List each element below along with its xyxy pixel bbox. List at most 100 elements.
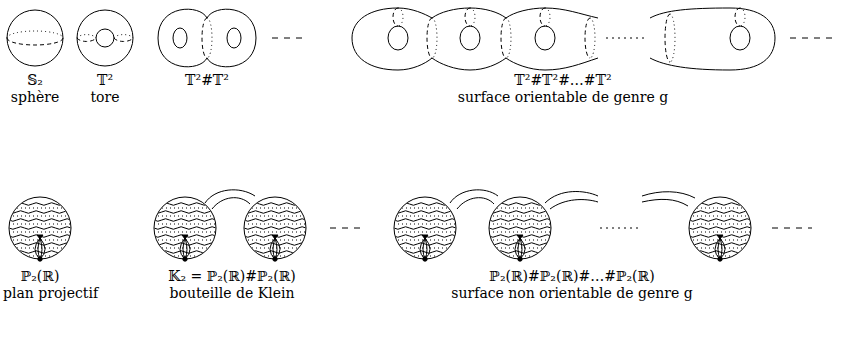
surface-line (244, 219, 306, 222)
surface-symbol: 𝕂₂ = ℙ₂(ℝ)#ℙ₂(ℝ) (168, 268, 296, 284)
ellipsis-dashes (272, 38, 832, 228)
crosscap-line (518, 238, 520, 259)
surface-line (9, 211, 71, 214)
surface-line (689, 224, 751, 225)
sphere-figure (7, 10, 63, 66)
projective-plane-figure (244, 197, 306, 261)
surface-line (244, 243, 306, 246)
surface-line (394, 203, 456, 206)
crosscap-mark (272, 235, 278, 239)
surface-symbol: 𝕊₂ (27, 72, 43, 88)
genus-g-surface-figure (352, 8, 775, 70)
sphere-outline (489, 197, 551, 259)
crosscap-mark (422, 235, 428, 239)
surface-line (489, 211, 551, 214)
surface-line (154, 251, 216, 254)
surface-line (154, 227, 216, 230)
surface-line (9, 243, 71, 246)
surface-line (9, 248, 71, 249)
surface-line (394, 251, 456, 254)
crosscap-mark (717, 235, 723, 239)
crosscap-line (270, 238, 275, 259)
crosscap-line (185, 238, 187, 259)
crosscap-line (38, 238, 40, 259)
projective-plane-figure (154, 197, 216, 261)
surface-line (489, 227, 551, 230)
surface-line (689, 243, 751, 246)
crosscap-point (273, 257, 277, 261)
crosscap-line (720, 238, 725, 259)
surface-symbol: 𝕋²#𝕋²#…#𝕋² (514, 72, 611, 88)
surface-line (489, 208, 551, 209)
crosscap-line (520, 238, 522, 259)
surface-line (244, 251, 306, 254)
surface-line (154, 211, 216, 214)
crosscap-point (423, 257, 427, 261)
sphere-outline (394, 197, 456, 259)
crosscap-line (183, 238, 185, 259)
surface-line (154, 243, 216, 246)
crosscap-line (40, 238, 45, 259)
surface-name: plan projectif (3, 285, 98, 301)
surface-line (154, 203, 216, 206)
surface-line (394, 232, 456, 233)
surface-line (244, 216, 306, 217)
surface-name: tore (90, 89, 119, 105)
surface-line (9, 227, 71, 230)
surface-line (244, 224, 306, 225)
surface-line (9, 224, 71, 225)
surface-name: surface orientable de genre g (458, 89, 668, 105)
surface-line (394, 243, 456, 246)
sphere-outline (689, 197, 751, 259)
surface-line (689, 216, 751, 217)
crosscap-line (515, 238, 520, 259)
surface-line (394, 216, 456, 217)
surface-symbol: 𝕋² (97, 72, 113, 88)
surface-line (489, 243, 551, 246)
surface-line (394, 227, 456, 230)
surface-line (689, 251, 751, 254)
surface-line (9, 219, 71, 222)
crosscap-line (273, 238, 275, 259)
surface-line (154, 219, 216, 222)
crosscap-line (40, 238, 42, 259)
crosscap-point (183, 257, 187, 261)
sphere-outline (244, 197, 306, 259)
surface-line (9, 216, 71, 217)
surface-line (244, 208, 306, 209)
surface-line (689, 232, 751, 233)
crosscap-mark (37, 235, 43, 239)
sphere-outline (154, 197, 216, 259)
surface-line (689, 211, 751, 214)
crosscap-line (35, 238, 40, 259)
crosscap-point (38, 257, 42, 261)
crosscap-line (423, 238, 425, 259)
surface-line (394, 208, 456, 209)
surface-name: sphère (11, 89, 59, 105)
projective-plane-figure (394, 197, 456, 261)
surface-line (244, 248, 306, 249)
crosscap-line (715, 238, 720, 259)
crosscap-mark (182, 235, 188, 239)
surface-line (394, 219, 456, 222)
crosscap-line (718, 238, 720, 259)
crosscap-line (720, 238, 722, 259)
crosscap-line (425, 238, 430, 259)
surface-line (244, 227, 306, 230)
surface-line (489, 251, 551, 254)
projective-plane-figure (489, 197, 551, 261)
surface-line (9, 208, 71, 209)
crosscap-line (275, 238, 280, 259)
crosscap-point (518, 257, 522, 261)
surface-line (489, 216, 551, 217)
surface-line (689, 227, 751, 230)
crosscap-line (425, 238, 427, 259)
surface-line (244, 203, 306, 206)
surface-line (689, 219, 751, 222)
surface-line (394, 248, 456, 249)
sphere-outline (9, 197, 71, 259)
surface-line (689, 208, 751, 209)
surface-line (154, 216, 216, 217)
